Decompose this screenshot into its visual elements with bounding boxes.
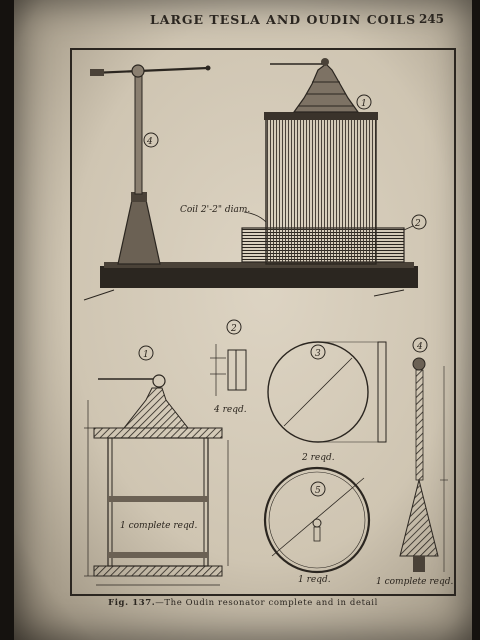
base-board [100, 266, 418, 288]
callout-2-top: 2 [414, 219, 421, 229]
callout-4-top: 4 [146, 137, 153, 147]
caption-text: —The Oudin resonator complete and in det… [155, 598, 378, 608]
figure-caption: Fig. 137.—The Oudin resonator complete a… [14, 598, 472, 608]
part-4-note: 1 complete reqd. [376, 577, 454, 587]
part-2-note: 4 reqd. [213, 405, 247, 415]
callout-1-top: 1 [361, 99, 367, 109]
part-3-detail: 3 2 reqd. [267, 341, 387, 463]
complete-resonator-view: 4 2 1 Coil 2'-2" diam. [83, 58, 427, 301]
secondary-coil: 1 Coil 2'-2" diam. [180, 58, 378, 265]
part-5-note: 1 reqd. [298, 575, 331, 585]
discharge-rod-assembly: 4 [90, 64, 211, 265]
part-1-note: 1 complete reqd. [120, 521, 198, 531]
callout-3: 3 [315, 349, 321, 359]
coil-diameter-label: Coil 2'-2" diam. [180, 205, 250, 215]
page-number: 245 [418, 12, 444, 26]
part-4-detail: 4 1 complete reqd. [376, 337, 454, 587]
part-5-detail: 5 1 reqd. [263, 466, 371, 585]
page-header: LARGE TESLA AND OUDIN COILS 245 [14, 10, 472, 32]
oudin-resonator-drawing: 4 2 1 Coil 2'-2" diam. [83, 58, 454, 587]
part-3-note: 2 reqd. [301, 453, 335, 463]
part-1-detail: 1 1 complete reqd. [84, 345, 229, 586]
chapter-title: LARGE TESLA AND OUDIN COILS [150, 12, 417, 27]
part-2-detail: 2 4 reqd. [210, 319, 247, 415]
callout-1-detail: 1 [143, 350, 149, 360]
figure-number: Fig. 137. [108, 598, 156, 608]
callout-5: 5 [315, 486, 321, 496]
book-page: LARGE TESLA AND OUDIN COILS 245 [14, 0, 472, 640]
callout-2-detail: 2 [230, 324, 237, 334]
callout-4-detail: 4 [416, 342, 423, 352]
figure-frame [70, 48, 456, 596]
